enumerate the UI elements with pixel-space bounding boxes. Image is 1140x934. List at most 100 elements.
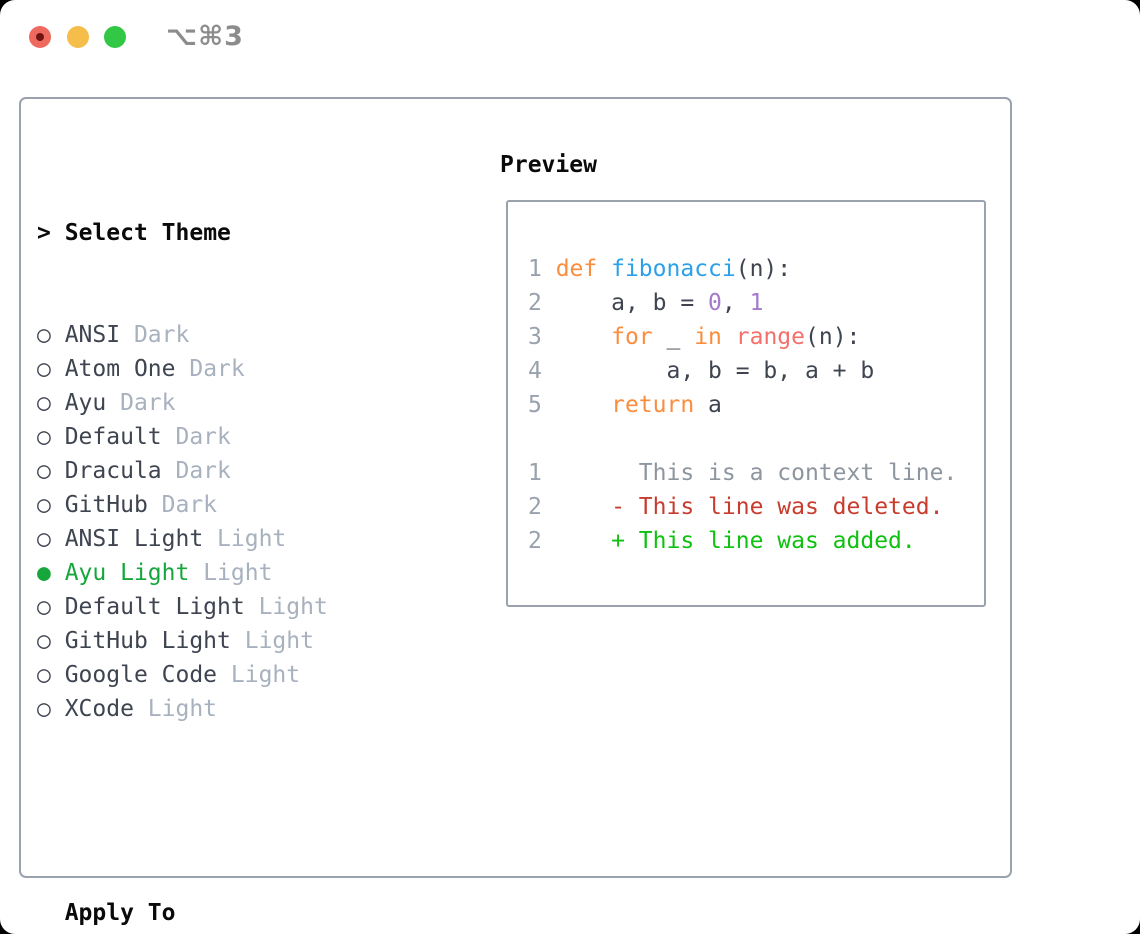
line-number <box>528 426 542 452</box>
radio-unselected-icon: ○ <box>37 492 51 518</box>
theme-variant: Dark <box>175 424 231 450</box>
code-line: 2 a, b = 0, 1 <box>528 286 957 320</box>
radio-unselected-icon: ○ <box>37 390 51 416</box>
code-line: 2 + This line was added. <box>528 524 957 558</box>
select-theme-header: > Select Theme <box>37 216 425 250</box>
theme-option-github-dark[interactable]: ○ GitHub Dark <box>37 488 425 522</box>
code-token-plain: a, b = <box>555 290 709 316</box>
code-line: 4 a, b = b, a + b <box>528 354 957 388</box>
theme-option-ansi-dark[interactable]: ○ ANSI Dark <box>37 318 425 352</box>
radio-unselected-icon: ○ <box>37 628 51 654</box>
zoom-button[interactable] <box>104 26 126 48</box>
theme-option-ayu-light-light[interactable]: ● Ayu Light Light <box>37 556 425 590</box>
theme-option-atom-one-dark[interactable]: ○ Atom One Dark <box>37 352 425 386</box>
code-token-plain <box>597 256 611 282</box>
code-line: 5 return a <box>528 388 957 422</box>
line-number: 3 <box>528 324 556 350</box>
theme-variant: Light <box>230 662 301 688</box>
line-number: 2 <box>528 290 556 316</box>
theme-variant: Dark <box>189 356 245 382</box>
theme-name: GitHub Light <box>50 628 245 654</box>
code-token-keyword: for <box>611 324 653 350</box>
theme-option-xcode-light[interactable]: ○ XCode Light <box>37 692 425 726</box>
close-button[interactable] <box>29 26 51 48</box>
theme-name: Atom One <box>50 356 190 382</box>
code-line: 2 - This line was deleted. <box>528 490 957 524</box>
minimize-button[interactable] <box>67 26 89 48</box>
theme-name: Dracula <box>50 458 176 484</box>
focus-caret-icon: > <box>37 220 51 246</box>
code-token-keyword: return <box>611 392 695 418</box>
theme-list: > Select Theme ○ ANSI Dark○ Atom One Dar… <box>37 148 425 934</box>
theme-option-github-light-light[interactable]: ○ GitHub Light Light <box>37 624 425 658</box>
line-number: 1 <box>528 256 556 282</box>
line-number: 5 <box>528 392 556 418</box>
code-token-keyword: in <box>694 324 722 350</box>
code-token-function: fibonacci <box>611 256 736 282</box>
line-number: 2 <box>528 494 556 520</box>
code-token-plain: _ <box>652 324 695 350</box>
code-token-plain: a <box>694 392 722 418</box>
theme-variant: Light <box>258 594 328 620</box>
code-token-added: + This line was added. <box>555 528 916 554</box>
theme-name: GitHub <box>50 492 162 518</box>
preview-label: Preview <box>500 152 597 178</box>
radio-unselected-icon: ○ <box>37 662 51 688</box>
radio-unselected-icon: ○ <box>37 458 51 484</box>
select-theme-label: Select Theme <box>64 220 231 246</box>
radio-unselected-icon: ○ <box>37 696 51 722</box>
theme-variant: Light <box>244 628 314 654</box>
code-token-plain <box>556 392 611 418</box>
theme-name: Default Light <box>50 594 259 620</box>
theme-name: Default <box>50 424 176 450</box>
code-line: 1 def fibonacci(n): <box>528 252 957 286</box>
radio-unselected-icon: ○ <box>37 322 51 348</box>
code-token-deleted: - This line was deleted. <box>555 494 944 520</box>
theme-variant: Dark <box>161 492 218 518</box>
code-line: 1 This is a context line. <box>528 456 957 490</box>
theme-variant: Light <box>203 560 273 586</box>
radio-selected-icon: ● <box>37 560 51 586</box>
theme-name: Google Code <box>50 662 231 688</box>
radio-unselected-icon: ○ <box>37 356 51 382</box>
spacer-row <box>37 794 425 828</box>
code-token-number: 1 <box>749 290 764 316</box>
radio-unselected-icon: ○ <box>37 526 51 552</box>
theme-name: ANSI Light <box>50 526 218 552</box>
code-token-plain: a, b = b, a + b <box>555 358 875 384</box>
theme-option-default-dark[interactable]: ○ Default Dark <box>37 420 425 454</box>
apply-to-label: Apply To <box>64 900 176 926</box>
code-token-keyword: def <box>555 256 598 282</box>
code-token-plain <box>722 324 736 350</box>
code-token-call: range <box>735 324 805 350</box>
radio-unselected-icon: ○ <box>37 594 51 620</box>
code-line: 3 for _ in range(n): <box>528 320 957 354</box>
theme-variant: Light <box>147 696 218 722</box>
code-token-plain <box>556 324 611 350</box>
theme-option-ayu-dark[interactable]: ○ Ayu Dark <box>37 386 425 420</box>
code-token-plain: , <box>721 290 750 316</box>
code-token-context: This is a context line. <box>555 460 958 486</box>
theme-option-dracula-dark[interactable]: ○ Dracula Dark <box>37 454 425 488</box>
theme-name: Ayu <box>50 390 121 416</box>
theme-option-google-code-light[interactable]: ○ Google Code Light <box>37 658 425 692</box>
line-number: 4 <box>528 358 556 384</box>
code-token-plain: (n): <box>805 324 861 350</box>
theme-name: XCode <box>50 696 148 722</box>
theme-name: ANSI <box>50 322 134 348</box>
window-title: ⌥⌘3 <box>166 21 244 52</box>
unsaved-dot-icon <box>36 33 44 41</box>
theme-option-default-light-light[interactable]: ○ Default Light Light <box>37 590 425 624</box>
theme-variant: Light <box>217 526 287 552</box>
theme-name: Ayu Light <box>50 560 204 586</box>
radio-unselected-icon: ○ <box>37 424 51 450</box>
code-line <box>528 422 957 456</box>
theme-option-ansi-light-light[interactable]: ○ ANSI Light Light <box>37 522 425 556</box>
line-number: 1 <box>528 460 556 486</box>
apply-to-header: Apply To <box>37 896 425 930</box>
line-number: 2 <box>528 528 556 554</box>
code-token-number: 0 <box>708 290 722 316</box>
